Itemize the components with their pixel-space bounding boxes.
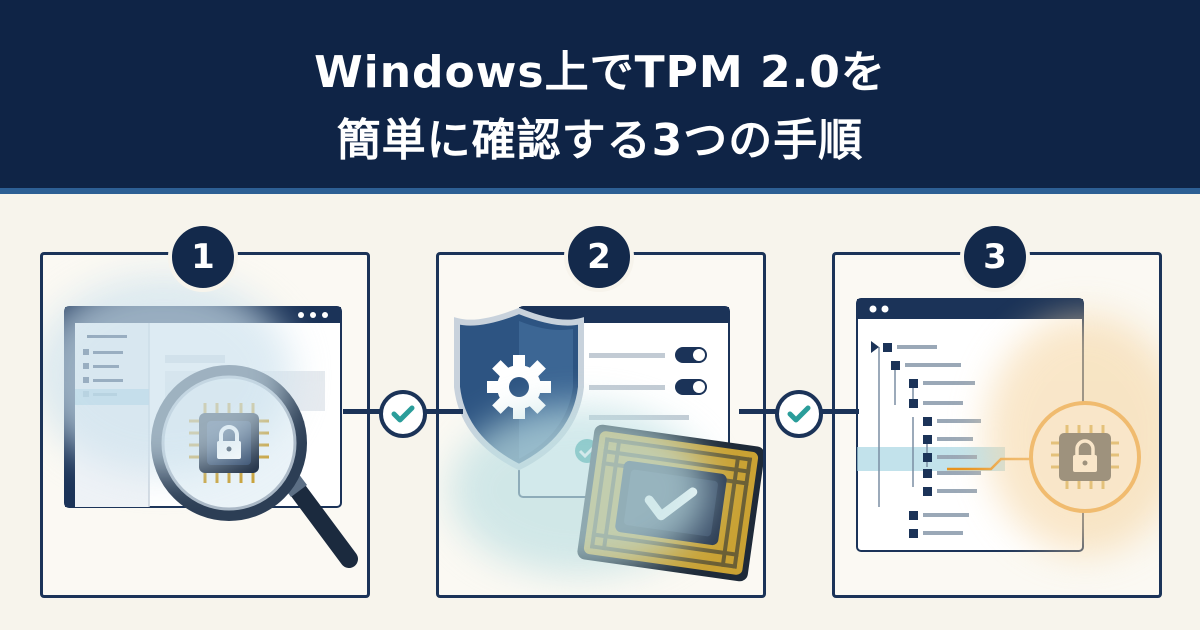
step-number-2: 2 bbox=[564, 222, 634, 292]
header-accent-line bbox=[0, 188, 1200, 194]
watercolor-wash bbox=[985, 315, 1159, 555]
header-banner bbox=[0, 0, 1200, 188]
page-title-line1: Windows上でTPM 2.0を bbox=[314, 47, 886, 98]
step-1-panel bbox=[40, 252, 370, 598]
step-number-1: 1 bbox=[168, 222, 238, 292]
watercolor-wash bbox=[43, 275, 293, 475]
page-title-line2: 簡単に確認する3つの手順 bbox=[336, 115, 864, 166]
watercolor-wash bbox=[449, 405, 709, 575]
check-icon bbox=[379, 390, 427, 438]
step-3-panel bbox=[832, 252, 1162, 598]
step-number-3: 3 bbox=[960, 222, 1030, 292]
step-2-panel bbox=[436, 252, 766, 598]
check-icon bbox=[775, 390, 823, 438]
